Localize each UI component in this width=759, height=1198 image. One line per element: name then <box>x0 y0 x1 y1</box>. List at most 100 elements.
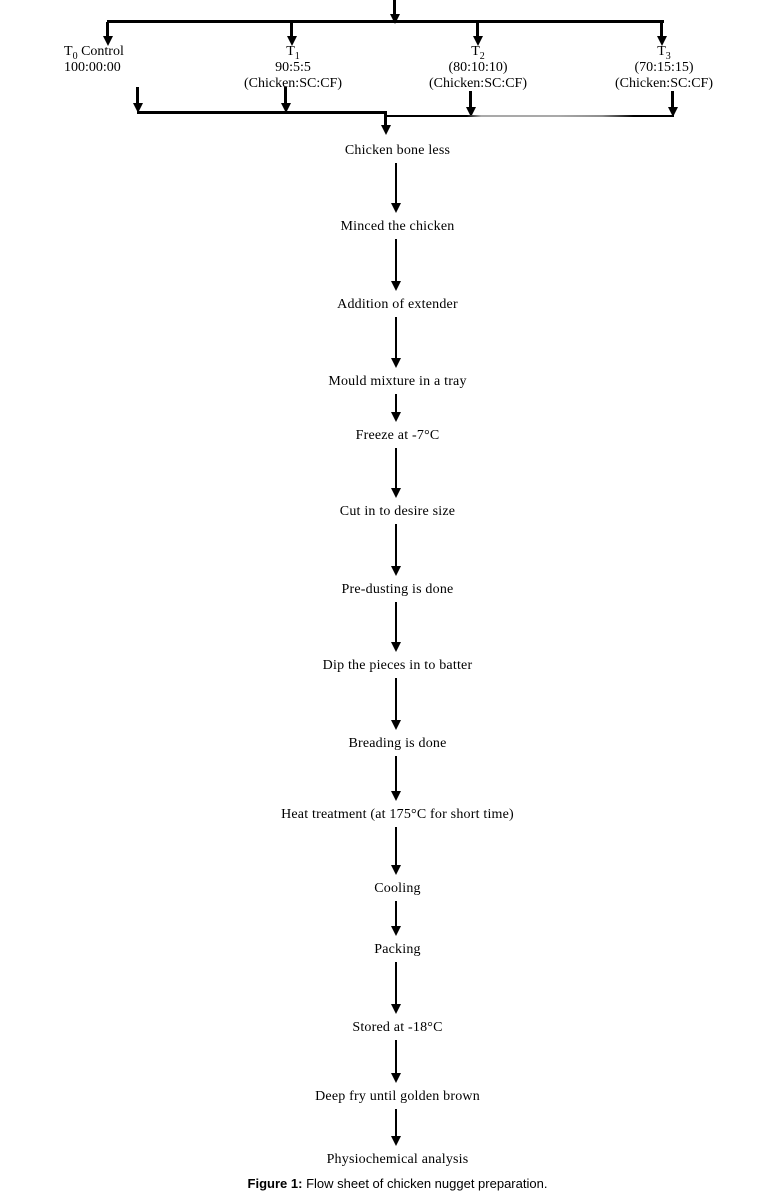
treatment-t3-name: T3 <box>657 44 671 62</box>
arrow-shaft <box>394 962 398 1004</box>
treatment-t0: T0 Control 100:00:00 <box>64 44 124 76</box>
arrow-head <box>472 36 483 46</box>
arrow-shaft <box>384 112 387 125</box>
figure-caption-text: Flow sheet of chicken nugget preparation… <box>302 1176 548 1191</box>
arrow-shaft <box>394 394 398 412</box>
arrow-shaft <box>394 827 398 865</box>
arrow-head <box>391 926 401 936</box>
arrow-shaft <box>476 22 479 36</box>
flow-step-4: Mould mixture in a tray <box>328 374 467 389</box>
arrow-shaft <box>394 1109 398 1136</box>
arrow-head <box>656 36 667 46</box>
arrow-head <box>391 642 401 652</box>
flow-step-12: Packing <box>374 942 421 957</box>
arrow-head <box>667 107 678 117</box>
arrow-down-step-9 <box>391 756 402 801</box>
arrow-head <box>391 791 401 801</box>
flow-step-14: Deep fry until golden brown <box>315 1089 480 1104</box>
arrow-down-merge-t0 <box>132 87 143 113</box>
arrow-head <box>391 358 401 368</box>
flow-step-6: Cut in to desire size <box>339 504 456 519</box>
treatment-t3: T3 (70:15:15) (Chicken:SC:CF) <box>615 44 713 92</box>
arrow-shaft <box>106 22 109 36</box>
treatment-t2-ratio: (80:10:10) <box>448 60 508 75</box>
arrow-shaft <box>394 678 398 720</box>
flow-step-8: Dip the pieces in to batter <box>322 658 473 673</box>
arrow-shaft <box>394 239 398 281</box>
arrow-shaft <box>394 448 398 488</box>
arrow-shaft <box>393 0 396 14</box>
arrow-down-step-13 <box>391 1040 402 1083</box>
arrow-head <box>391 488 401 498</box>
flow-step-3: Addition of extender <box>337 297 458 312</box>
arrow-down-main <box>380 112 391 135</box>
arrow-down-t1 <box>286 22 297 46</box>
arrow-down-step-5 <box>391 448 402 498</box>
treatment-t2-name: T2 <box>471 44 485 62</box>
treatment-t1-composition: (Chicken:SC:CF) <box>243 76 343 91</box>
arrow-shaft <box>394 602 398 642</box>
arrow-down-step-11 <box>391 901 402 936</box>
arrow-down-step-12 <box>391 962 402 1014</box>
treatment-t1: T1 90:5:5 (Chicken:SC:CF) <box>244 44 342 92</box>
arrow-shaft <box>394 317 398 358</box>
arrow-down-step-6 <box>391 524 402 576</box>
arrow-down-t0 <box>102 22 113 46</box>
merge-line-right <box>386 115 674 117</box>
arrow-down-step-8 <box>391 678 402 730</box>
arrow-down-step-10 <box>391 827 402 875</box>
arrow-down-step-1 <box>391 163 402 213</box>
flow-step-9: Breading is done <box>348 736 447 751</box>
arrow-shaft <box>394 524 398 566</box>
arrow-head <box>102 36 113 46</box>
arrow-head <box>391 566 401 576</box>
flow-step-7: Pre-dusting is done <box>341 582 454 597</box>
arrow-head <box>132 103 143 113</box>
arrow-head <box>391 865 401 875</box>
arrow-down-step-3 <box>391 317 402 368</box>
arrow-down-merge-t1 <box>280 87 291 113</box>
arrow-down-merge-t3 <box>667 91 678 117</box>
arrow-head <box>391 412 401 422</box>
arrow-shaft <box>394 901 398 926</box>
arrow-head <box>280 103 291 113</box>
treatment-t1-name: T1 <box>286 44 300 62</box>
arrow-down-step-2 <box>391 239 402 291</box>
arrow-down-step-4 <box>391 394 402 422</box>
flow-step-5: Freeze at -7°C <box>355 428 440 443</box>
arrow-down-merge-t2 <box>465 91 476 117</box>
arrow-down-step-14 <box>391 1109 402 1146</box>
figure-caption-label: Figure 1: <box>247 1176 303 1191</box>
arrow-shaft <box>671 91 674 107</box>
treatment-t2: T2 (80:10:10) (Chicken:SC:CF) <box>429 44 527 92</box>
arrow-shaft <box>284 87 287 103</box>
treatment-t3-composition: (Chicken:SC:CF) <box>614 76 714 91</box>
treatment-t0-ratio: 100:00:00 <box>64 60 121 75</box>
treatment-t0-name: T0 Control <box>64 44 124 62</box>
flow-step-11: Cooling <box>374 881 421 896</box>
treatment-t2-composition: (Chicken:SC:CF) <box>428 76 528 91</box>
arrow-down-t2 <box>472 22 483 46</box>
flow-step-2: Minced the chicken <box>340 219 455 234</box>
flow-step-13: Stored at -18°C <box>352 1020 443 1035</box>
flow-step-10: Heat treatment (at 175°C for short time) <box>281 807 514 822</box>
arrow-shaft <box>469 91 472 107</box>
arrow-shaft <box>394 163 398 203</box>
arrow-shaft <box>290 22 293 36</box>
arrow-shaft <box>136 87 139 103</box>
figure-caption: Figure 1: Flow sheet of chicken nugget p… <box>36 1176 759 1191</box>
arrow-down-t3 <box>656 22 667 46</box>
arrow-head <box>391 1004 401 1014</box>
arrow-head <box>391 203 401 213</box>
branch-line-top <box>107 20 664 23</box>
arrow-shaft <box>394 756 398 791</box>
arrow-shaft <box>660 22 663 36</box>
arrow-head <box>391 1073 401 1083</box>
arrow-head <box>391 1136 401 1146</box>
flow-step-1: Chicken bone less <box>344 143 451 158</box>
arrow-head <box>465 107 476 117</box>
treatment-t3-ratio: (70:15:15) <box>634 60 694 75</box>
arrow-head <box>391 281 401 291</box>
arrow-down-step-7 <box>391 602 402 652</box>
